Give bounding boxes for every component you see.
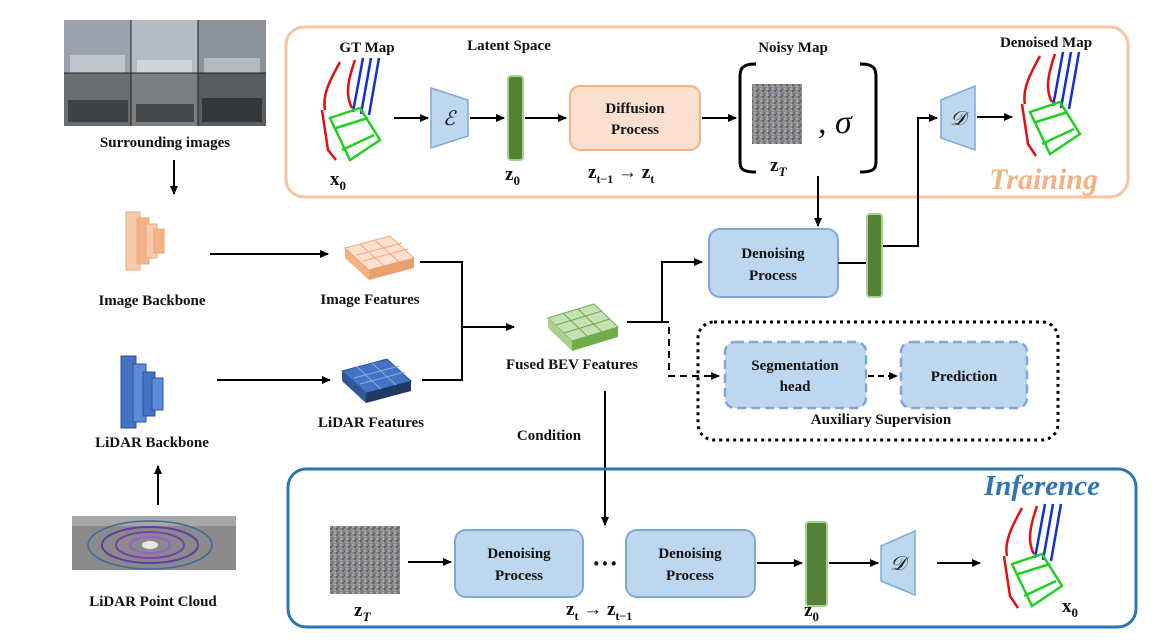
decoder-training-block (940, 84, 976, 152)
image-backbone-icon (125, 211, 165, 271)
lidar-point-cloud-image (72, 516, 236, 570)
z0-training-symbol: z0 (505, 164, 520, 188)
image-features-icon (343, 235, 416, 280)
lidar-backbone-label: LiDAR Backbone (95, 435, 209, 451)
inference-transition-label: zt → zt−1 (566, 599, 632, 623)
denoising-inference-1-label-1: Denoising (487, 546, 551, 562)
segmentation-head-box (723, 340, 868, 410)
denoised-map-label: Denoised Map (1000, 35, 1092, 51)
latent-z0-bar (507, 75, 524, 161)
condition-label: Condition (517, 428, 582, 444)
inference-latent-bar (805, 521, 828, 607)
lidar-point-cloud-label: LiDAR Point Cloud (89, 594, 217, 610)
denoising-training-label-1: Denoising (741, 246, 805, 262)
denoising-process-inference-2 (625, 529, 756, 598)
fused-bev-features-label: Fused BEV Features (506, 357, 638, 373)
lidar-features-icon (340, 358, 413, 403)
connector-image-features-to-fusion (420, 261, 463, 327)
lidar-features-label: LiDAR Features (318, 415, 424, 431)
gt-map-label: GT Map (339, 40, 394, 56)
image-features-label: Image Features (320, 292, 419, 308)
fused-bev-features-icon (547, 303, 619, 351)
segmentation-head-label-1: Segmentation (751, 358, 839, 374)
denoising-process-inference-1 (454, 529, 584, 598)
sigma-symbol: , σ (818, 104, 853, 141)
denoising-ellipsis: ··· (592, 549, 618, 578)
image-backbone-label: Image Backbone (98, 293, 205, 309)
bracket-right (859, 62, 878, 174)
bracket-left (738, 62, 757, 174)
gt-map-graphic (320, 57, 382, 162)
inference-noise-image (330, 526, 400, 594)
diffusion-process-box (569, 85, 701, 151)
connector-fused-to-denoising (627, 258, 703, 323)
denoising-inference-2-label-2: Process (666, 568, 714, 584)
zT-inference-symbol: zT (354, 600, 371, 624)
decoder-inference-symbol: 𝒟 (890, 553, 910, 575)
connector-latent-to-decoder (883, 114, 938, 247)
auxiliary-supervision-label: Auxiliary Supervision (811, 412, 952, 428)
z0-inference-symbol: z0 (804, 600, 819, 624)
diffusion-process-label-2: Process (611, 122, 659, 138)
decoder-inference-block (880, 529, 916, 597)
zT-training-symbol: zT (770, 155, 787, 179)
latent-space-label: Latent Space (467, 38, 551, 54)
x0-inference-symbol: x0 (1062, 596, 1078, 620)
encoder-block (430, 86, 469, 150)
denoising-inference-1-label-2: Process (495, 568, 543, 584)
surrounding-images-label: Surrounding images (100, 135, 230, 151)
inference-frame (286, 467, 1138, 629)
segmentation-head-label-2: head (780, 379, 812, 395)
diffusion-transition-label: zt−1 → zt (588, 162, 654, 186)
decoder-training-symbol: 𝒟 (950, 108, 970, 130)
denoising-inference-2-label-1: Denoising (658, 546, 722, 562)
noisy-map-image (752, 84, 802, 144)
surrounding-images (64, 20, 266, 126)
prediction-box (899, 340, 1029, 410)
connector-fused-to-auxiliary (662, 321, 720, 380)
denoised-map-graphic (1020, 51, 1082, 157)
x0-training-symbol: x0 (330, 169, 346, 193)
denoised-latent-bar (866, 213, 883, 298)
training-label: Training (989, 163, 1098, 196)
inference-output-map-graphic (1002, 503, 1064, 609)
lidar-backbone-icon (120, 355, 164, 429)
denoising-process-training-box (708, 228, 839, 298)
prediction-label: Prediction (931, 369, 998, 385)
denoising-training-label-2: Process (749, 268, 797, 284)
training-frame (284, 25, 1130, 199)
noisy-map-label: Noisy Map (758, 40, 828, 56)
encoder-symbol: ℰ (443, 108, 457, 130)
diffusion-process-label-1: Diffusion (605, 101, 665, 117)
inference-label: Inference (983, 470, 1100, 502)
auxiliary-supervision-frame (696, 320, 1060, 442)
connector-lidar-features-to-fusion (422, 327, 463, 381)
